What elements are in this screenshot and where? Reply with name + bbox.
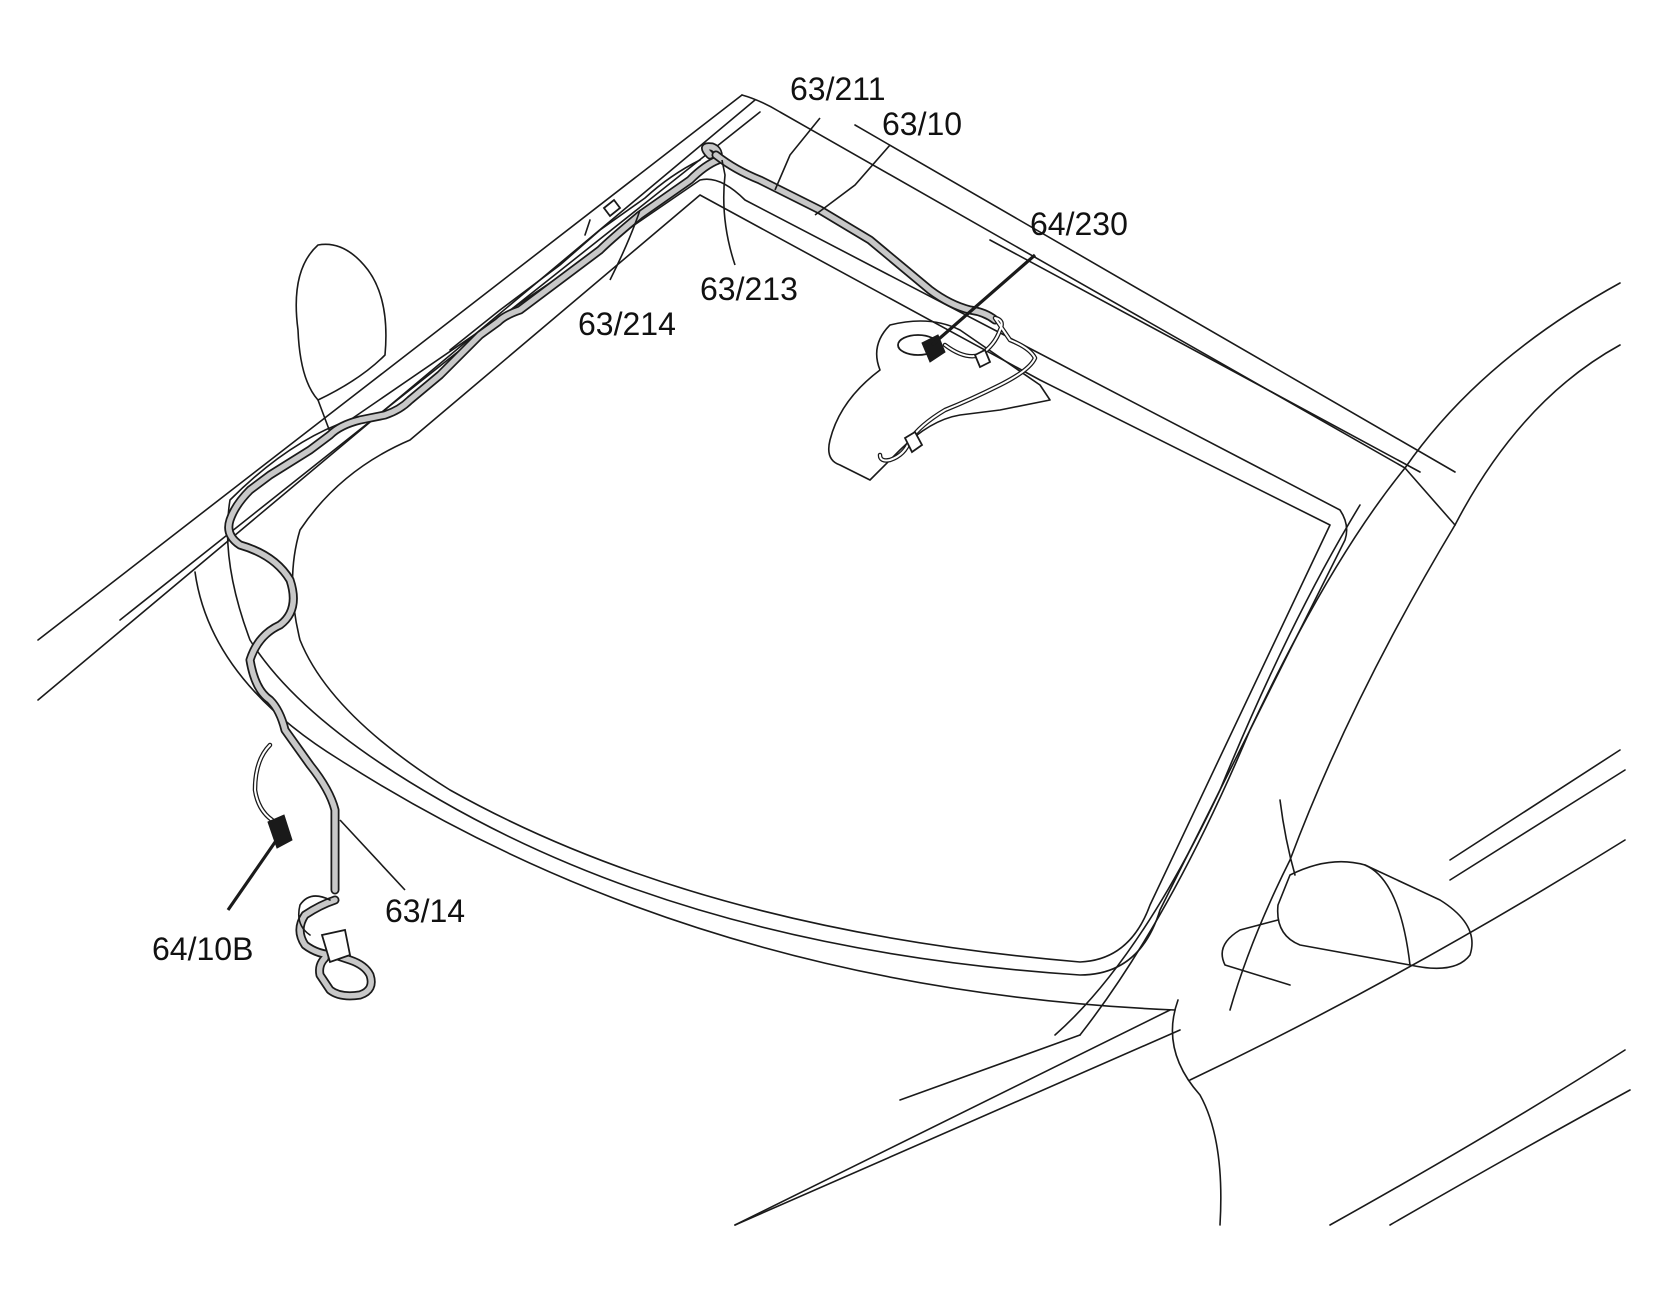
- leader-63-14: [339, 819, 406, 891]
- sensor-wire-loop-core: [879, 317, 1036, 462]
- right-mirror: [1276, 860, 1473, 970]
- callout-63-14: 63/14: [385, 893, 465, 929]
- door-lower-line: [1329, 1049, 1626, 1226]
- leader-64-10b: [226, 834, 282, 911]
- a-pillar-right-inner: [1054, 504, 1361, 1036]
- leader-64-230: [930, 253, 1037, 347]
- sensor-small-connector: [903, 430, 924, 454]
- harness-parallel-wire: [449, 159, 701, 351]
- harness-lower-loop-fill: [297, 897, 374, 999]
- leader-63-211: [774, 117, 821, 191]
- pillar-clip-stem: [584, 219, 591, 236]
- door-frame-curve: [1229, 524, 1456, 1011]
- door-belt-line: [1189, 839, 1626, 1081]
- door-edge: [1171, 999, 1222, 1226]
- roof-line-lower: [989, 239, 1421, 473]
- left-mirror-stem: [317, 399, 331, 433]
- callout-64-10b: 64/10B: [152, 931, 253, 967]
- main-harness: [224, 142, 1000, 1001]
- harness-hook: [297, 895, 331, 936]
- hood-front-edge: [734, 1009, 1171, 1226]
- door-top-line: [1449, 749, 1621, 861]
- connector-64-230: [921, 334, 946, 363]
- harness-clip-63-14: [320, 928, 352, 964]
- hood-front-edge-2: [734, 1029, 1181, 1226]
- door-top-line-2: [1449, 769, 1626, 881]
- callout-63-10: 63/10: [882, 106, 962, 142]
- roof-front-edge: [741, 94, 1406, 469]
- callout-63-211: 63/211: [790, 71, 886, 107]
- leader-lines: [226, 117, 1037, 911]
- a-pillar-right-edge: [1404, 467, 1456, 526]
- right-mirror-mount: [1279, 799, 1296, 876]
- wire-to-64-10b-core: [254, 744, 283, 831]
- roof-side-curve: [1404, 282, 1621, 469]
- callout-63-214: 63/214: [578, 306, 676, 342]
- windshield-outer-edge: [226, 178, 1348, 976]
- cowl-line: [899, 1034, 1081, 1101]
- callout-63-213: 63/213: [700, 271, 798, 307]
- callout-64-230: 64/230: [1030, 206, 1128, 242]
- right-mirror-lip: [1364, 864, 1411, 966]
- right-mirror-base: [1221, 919, 1291, 986]
- windshield-inner-edge: [291, 194, 1331, 963]
- pillar-clip: [602, 198, 622, 218]
- sensor-connector-2: [973, 348, 992, 369]
- leader-63-10: [814, 144, 891, 216]
- roof-side-curve-2: [1454, 344, 1621, 526]
- a-pillar-left-line-3: [119, 111, 761, 621]
- harness-main-trunk: [224, 142, 723, 895]
- harness-main-trunk-fill: [226, 143, 722, 893]
- left-mirror: [295, 243, 387, 401]
- vehicle-body: [37, 94, 1631, 1226]
- connector-64-10b: [267, 814, 293, 849]
- leader-63-213: [721, 159, 736, 266]
- a-pillar-left-line-1: [37, 94, 743, 641]
- windshield: [226, 178, 1348, 976]
- door-lower-line-2: [1389, 1089, 1631, 1226]
- leader-63-214: [609, 209, 641, 281]
- roof-line-upper: [854, 124, 1456, 473]
- hood-edge: [194, 571, 1176, 1011]
- callout-labels: 63/211 63/10 64/230 63/213 63/214 63/14 …: [152, 71, 1128, 967]
- sensor-assembly: [877, 315, 1038, 463]
- harness-roof-branch-fill: [713, 152, 998, 323]
- rearview-mirror-pad: [827, 320, 1051, 481]
